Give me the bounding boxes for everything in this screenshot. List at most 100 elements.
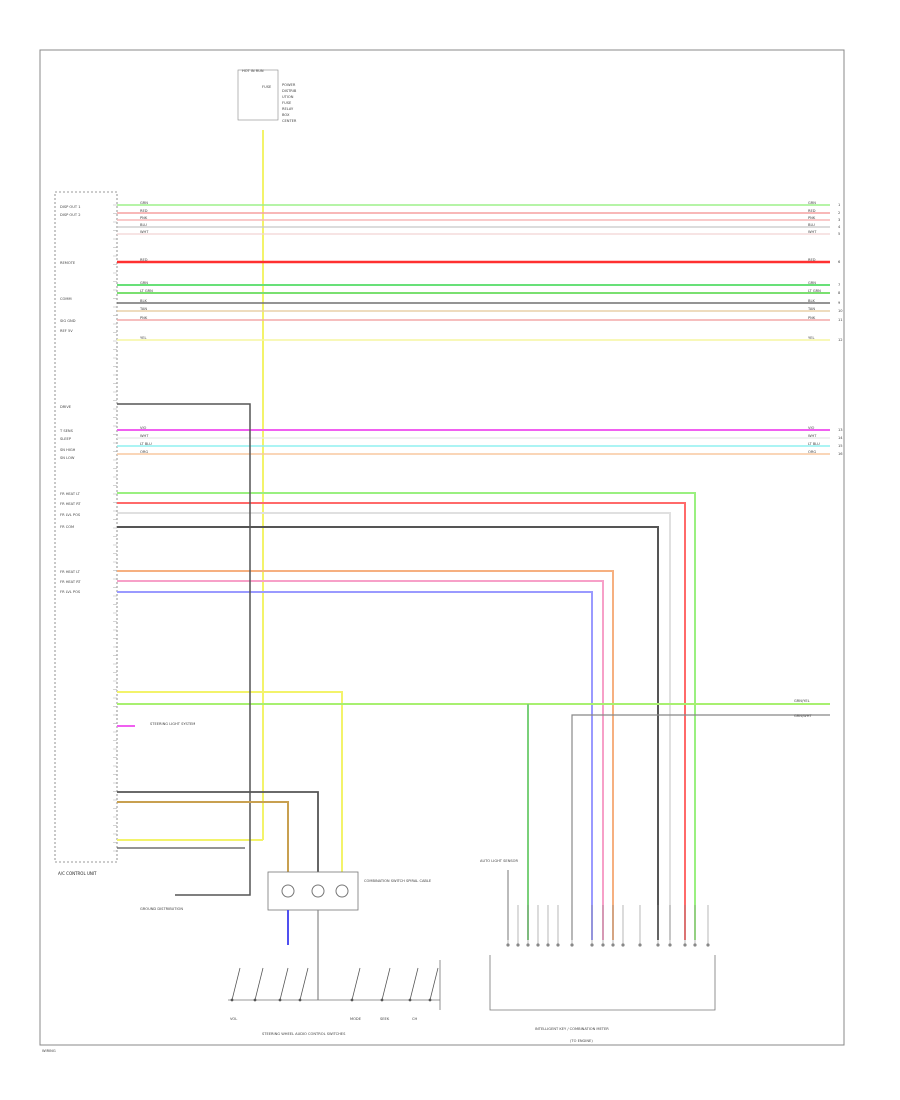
wire-code-left: PNK (140, 316, 148, 320)
right-pin-node (693, 943, 697, 947)
switch-node (350, 998, 354, 1002)
module-pin-label: REF 5V (60, 329, 73, 333)
switch-node (380, 998, 384, 1002)
right-pin-node (656, 943, 660, 947)
ch-label: CH (412, 1017, 418, 1021)
right-pin-node (668, 943, 672, 947)
wire-pin-number: 11 (838, 318, 843, 322)
top-fuse-connector: HOT IN RUN FUSE POWERDISTRIBUTIONFUSEREL… (237, 69, 297, 123)
ac-control-unit-label: A/C CONTROL UNIT (58, 871, 97, 876)
wire-code-right: PNK (808, 216, 816, 220)
page-footer: WIRING (42, 1049, 56, 1053)
switch-contact (299, 967, 309, 1001)
audio-switch-group: STEERING WHEEL AUDIO CONTROL SWITCHES VO… (228, 960, 441, 1036)
steering-sw-wire (117, 801, 289, 880)
wire-code-left: GRN (140, 281, 148, 285)
switch-contact (409, 967, 419, 1001)
wire-pin-number: 3 (838, 218, 840, 222)
right-pin-node (536, 943, 540, 947)
wire-pin-number: 5 (838, 232, 840, 236)
wire-code-right: WHT (808, 434, 817, 438)
right-pin-node (556, 943, 560, 947)
mode-label: MODE (350, 1017, 362, 1021)
fuse-box-line: POWER (282, 83, 296, 87)
module-pin-label: COMM (60, 297, 72, 301)
right-unit-subtitle: (TO ENGINE) (570, 1039, 593, 1043)
wire-code-left: BLU (140, 223, 147, 227)
wire-pin-number: 9 (838, 301, 841, 305)
wire-pin-number: 14 (838, 436, 843, 440)
right-pin-node (590, 943, 594, 947)
right-unit-title: INTELLIGENT KEY / COMBINATION METER (535, 1027, 609, 1031)
wire-pin-number: 10 (838, 309, 843, 313)
right-pin-node (516, 943, 520, 947)
drop-wire-gray (571, 714, 830, 940)
right-pin-node (638, 943, 642, 947)
module-pin-label: DISP OUT 2 (60, 213, 81, 217)
right-pin-node (601, 943, 605, 947)
wire-pin-number: 8 (838, 291, 841, 295)
ground-label: GROUND DISTRIBUTION (140, 907, 183, 911)
wire-pin-number: 15 (838, 444, 843, 448)
switches (230, 967, 439, 1002)
wire-code-left: RED (140, 258, 148, 262)
switch-contact (254, 967, 264, 1001)
right-pin-node (683, 943, 687, 947)
wire-code-right: WHT (808, 230, 817, 234)
right-pin-node (611, 943, 615, 947)
switch-contact (351, 967, 361, 1001)
wire-code-right: RED (808, 209, 816, 213)
wire-code-right: LT BLU (808, 442, 820, 446)
fuse-box-outline (237, 69, 279, 121)
right-pin-node (570, 943, 574, 947)
wire-code-left: PNK (140, 216, 148, 220)
drop-wire-black (117, 526, 659, 940)
fuse-box-title: HOT IN RUN (242, 69, 264, 73)
steering-light-label: STEERING LIGHT SYSTEM (150, 722, 195, 726)
switch-node (230, 998, 234, 1002)
right-unit-pins (506, 905, 710, 947)
module-pin-label: FR HEAT RT (60, 502, 81, 506)
module-pin-label: FR LVL POS (60, 590, 81, 594)
wire-pin-number: 4 (838, 225, 841, 229)
drop-wire-orange (117, 570, 614, 940)
wire-code-left: VIO (140, 426, 147, 430)
wire-code-left: WHT (140, 434, 149, 438)
wire-code-left: GRN (140, 201, 148, 205)
wire-code-left: RED (140, 209, 148, 213)
wire-code-right: BLK (808, 299, 815, 303)
wire-code-left: TAN (139, 307, 147, 311)
switch-node (253, 998, 257, 1002)
right-pin-node (526, 943, 530, 947)
wire-code-left: BLK (140, 299, 147, 303)
audio-switches-label: STEERING WHEEL AUDIO CONTROL SWITCHES (262, 1032, 346, 1036)
wire-pin-number: 2 (838, 211, 840, 215)
drop-wire-red (117, 502, 686, 940)
fuse-box-line: FUSE (282, 101, 292, 105)
module-pin-label: SN LOW (60, 456, 75, 460)
module-pin-label: DISP OUT 1 (60, 205, 81, 209)
module-pin-label: T SENS (59, 429, 74, 433)
module-pin-label: FR LVL POS (60, 513, 81, 517)
right-edge-label-2: GRN/WHT (794, 714, 812, 718)
switch-node (428, 998, 432, 1002)
right-edge-label-1: GRN/YEL (794, 699, 810, 703)
bus-wires (117, 204, 830, 455)
drop-wire-pink (117, 580, 604, 940)
wire-code-left: YEL (140, 336, 146, 340)
wire-code-right: RED (808, 258, 816, 262)
drop-wire-blue (117, 591, 593, 940)
spiral-pin-3 (335, 884, 349, 898)
right-pin-node (621, 943, 625, 947)
module-pin-label: FR COM (60, 525, 74, 529)
wire-code-right: PNK (808, 316, 816, 320)
wire-pin-number: 12 (838, 338, 843, 342)
wire-code-left: WHT (140, 230, 149, 234)
auto-light-label: AUTO LIGHT SENSOR (480, 859, 518, 863)
